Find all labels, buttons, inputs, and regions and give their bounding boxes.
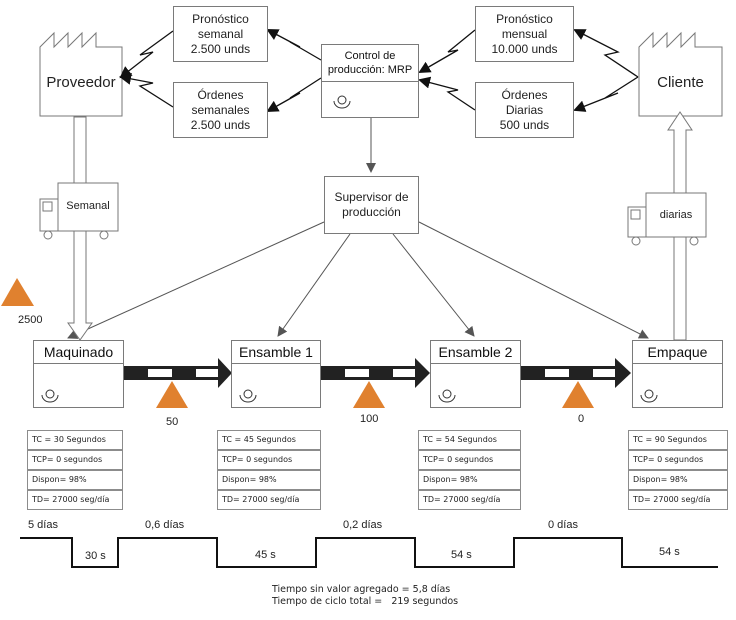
operator-icon [239,389,257,403]
supervisor-box: Supervisor de producción [324,176,419,234]
timeline-process-2: 45 s [255,549,276,561]
summary-cycle-time: Tiempo de ciclo total = 219 segundos [272,596,459,607]
metric-availability: Dispon= 98% [418,470,521,490]
timeline-wait-4: 0 días [548,519,578,531]
inbound-truck-label: Semanal [66,200,110,212]
outbound-truck-label: diarias [659,209,693,221]
supplier-factory-icon [39,31,123,117]
operator-icon [333,95,351,109]
arrow-supervisor-to-empaque [418,221,649,339]
inventory-triangle-1 [156,381,188,408]
metric-cycle-time: TC = 30 Segundos [27,430,123,450]
arrow-supervisor-to-ensamble2 [392,233,475,337]
lightning-arrow-orders-to-supplier [119,72,174,108]
truck-icon-inbound [39,182,119,240]
inventory-1-label: 50 [166,416,179,428]
push-arrow-1 [124,358,232,388]
metric-changeover: TCP= 0 segundos [418,450,521,470]
orders-weekly-box: Órdenes semanales 2.500 unds [173,82,268,138]
arrow-supervisor-to-ensamble1 [277,233,351,337]
summary-nva-time: Tiempo sin valor agregado = 5,8 días [272,584,451,595]
metric-cycle-time: TC = 45 Segundos [217,430,321,450]
lightning-arrow-forecast-to-supplier [119,30,174,79]
process-box-empaque: Empaque [632,340,723,408]
inventory-3-label: 0 [578,413,585,425]
metric-changeover: TCP= 0 segundos [628,450,728,470]
truck-icon-outbound [627,192,707,246]
timeline-wait-3: 0,2 días [343,519,383,531]
timeline-wait-2: 0,6 días [145,519,185,531]
process-box-ensamble1: Ensamble 1 [231,340,321,408]
timeline-wait-1: 5 días [28,519,58,531]
arrow-supervisor-to-maquinado [67,221,325,339]
control-mrp-box: Control de producción: MRP [321,44,419,118]
metric-cycle-time: TC = 54 Segundos [418,430,521,450]
metric-availability: Dispon= 98% [27,470,123,490]
forecast-weekly-box: Pronóstico semanal 2.500 unds [173,6,268,62]
lightning-arrow-forecast-to-mrp [418,29,476,74]
timeline-process-3: 54 s [451,549,472,561]
metric-cycle-time: TC = 90 Segundos [628,430,728,450]
process-title: Ensamble 1 [232,341,320,364]
operator-icon [640,389,658,403]
process-box-maquinado: Maquinado [33,340,124,408]
process-title: Maquinado [34,341,123,364]
metric-changeover: TCP= 0 segundos [27,450,123,470]
forecast-monthly-box: Pronóstico mensual 10.000 unds [475,6,574,62]
timeline-process-1: 30 s [85,550,106,562]
metric-changeover: TCP= 0 segundos [217,450,321,470]
inventory-triangle-raw [1,278,34,306]
operator-icon [41,389,59,403]
metric-available-time: TD= 27000 seg/día [27,490,123,510]
metric-available-time: TD= 27000 seg/día [628,490,728,510]
timeline-process-4: 54 s [659,546,680,558]
supplier-label: Proveedor [46,74,116,91]
inventory-triangle-2 [353,381,385,408]
lightning-arrow-mrp-to-orders [266,77,322,112]
metric-available-time: TD= 27000 seg/día [217,490,321,510]
process-box-ensamble2: Ensamble 2 [430,340,521,408]
lightning-arrow-forecast-from-customer [573,29,639,78]
inventory-2-label: 100 [360,413,379,425]
lightning-arrow-orders-to-mrp [418,76,476,111]
operator-icon [438,389,456,403]
push-arrow-2 [321,358,430,388]
push-arrow-3 [521,358,631,388]
inventory-triangle-3 [562,381,594,408]
metric-available-time: TD= 27000 seg/día [418,490,521,510]
metric-availability: Dispon= 98% [628,470,728,490]
customer-label: Cliente [657,74,704,91]
lightning-arrow-mrp-to-forecast [266,29,322,61]
control-mrp-label: Control de producción: MRP [322,45,418,82]
lightning-arrow-orders-from-customer [573,76,639,112]
process-title: Ensamble 2 [431,341,520,364]
inventory-raw-label: 2500 [18,314,43,326]
timeline-ladder [20,537,718,568]
metric-availability: Dispon= 98% [217,470,321,490]
process-title: Empaque [633,341,722,364]
orders-daily-box: Órdenes Diarias 500 unds [475,82,574,138]
customer-factory-icon [638,31,723,117]
